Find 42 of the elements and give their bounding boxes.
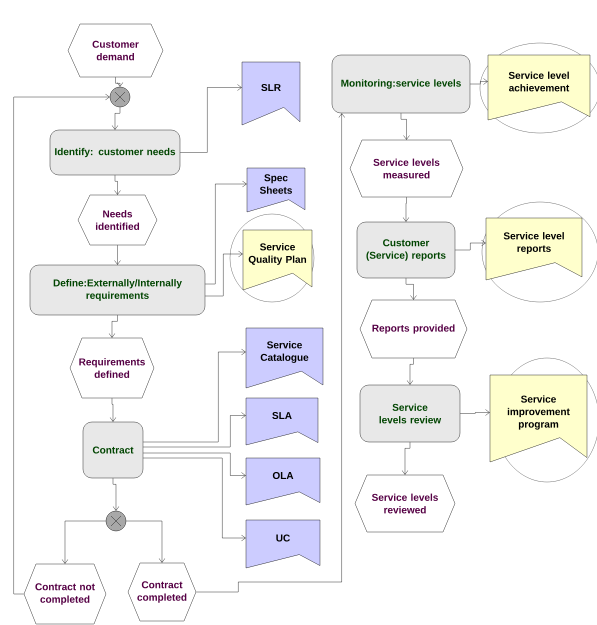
function-box: Monitoring:service levels — [332, 54, 470, 114]
arrow — [112, 478, 120, 511]
arrow — [143, 452, 246, 479]
arrow — [126, 520, 166, 563]
arrow — [460, 409, 490, 416]
function-box: Service levels review — [360, 384, 460, 442]
arrow — [62, 520, 106, 564]
event-hexagon: Requirements defined — [70, 338, 154, 398]
arrow — [402, 442, 410, 475]
arrow — [112, 107, 120, 130]
arrow — [14, 94, 110, 594]
arrow — [114, 175, 121, 195]
arrow — [196, 113, 345, 592]
event-hexagon: Service levels measured — [350, 140, 464, 198]
event-hexagon: Customer demand — [68, 24, 164, 78]
arrow — [406, 278, 417, 300]
arrow — [205, 180, 247, 284]
event-hexagon: Contract not completed — [24, 564, 106, 624]
arrow — [143, 412, 246, 448]
function-box: Identify: customer needs — [50, 130, 180, 176]
arrow — [455, 240, 486, 250]
arrow — [406, 358, 414, 385]
event-hexagon: Needs identified — [78, 194, 158, 246]
arrow — [143, 348, 246, 442]
function-box: Contract — [82, 422, 144, 478]
xor-connector — [106, 510, 126, 532]
arrow — [470, 78, 488, 85]
event-hexagon: Reports provided — [360, 300, 468, 358]
arrow — [205, 250, 243, 296]
function-box: Customer (Service) reports — [356, 222, 456, 278]
arrow — [402, 197, 410, 222]
arrow — [180, 84, 242, 153]
arrow — [115, 77, 124, 87]
arrow — [143, 458, 246, 542]
arrow — [110, 398, 116, 422]
event-hexagon: Contract completed — [128, 562, 196, 622]
function-box: Define:Externally/Internally requirements — [30, 264, 206, 316]
arrow — [400, 113, 410, 140]
arrow — [108, 315, 118, 338]
event-hexagon: Service levels reviewed — [354, 474, 456, 532]
xor-connector — [110, 86, 130, 108]
arrow — [114, 245, 121, 265]
